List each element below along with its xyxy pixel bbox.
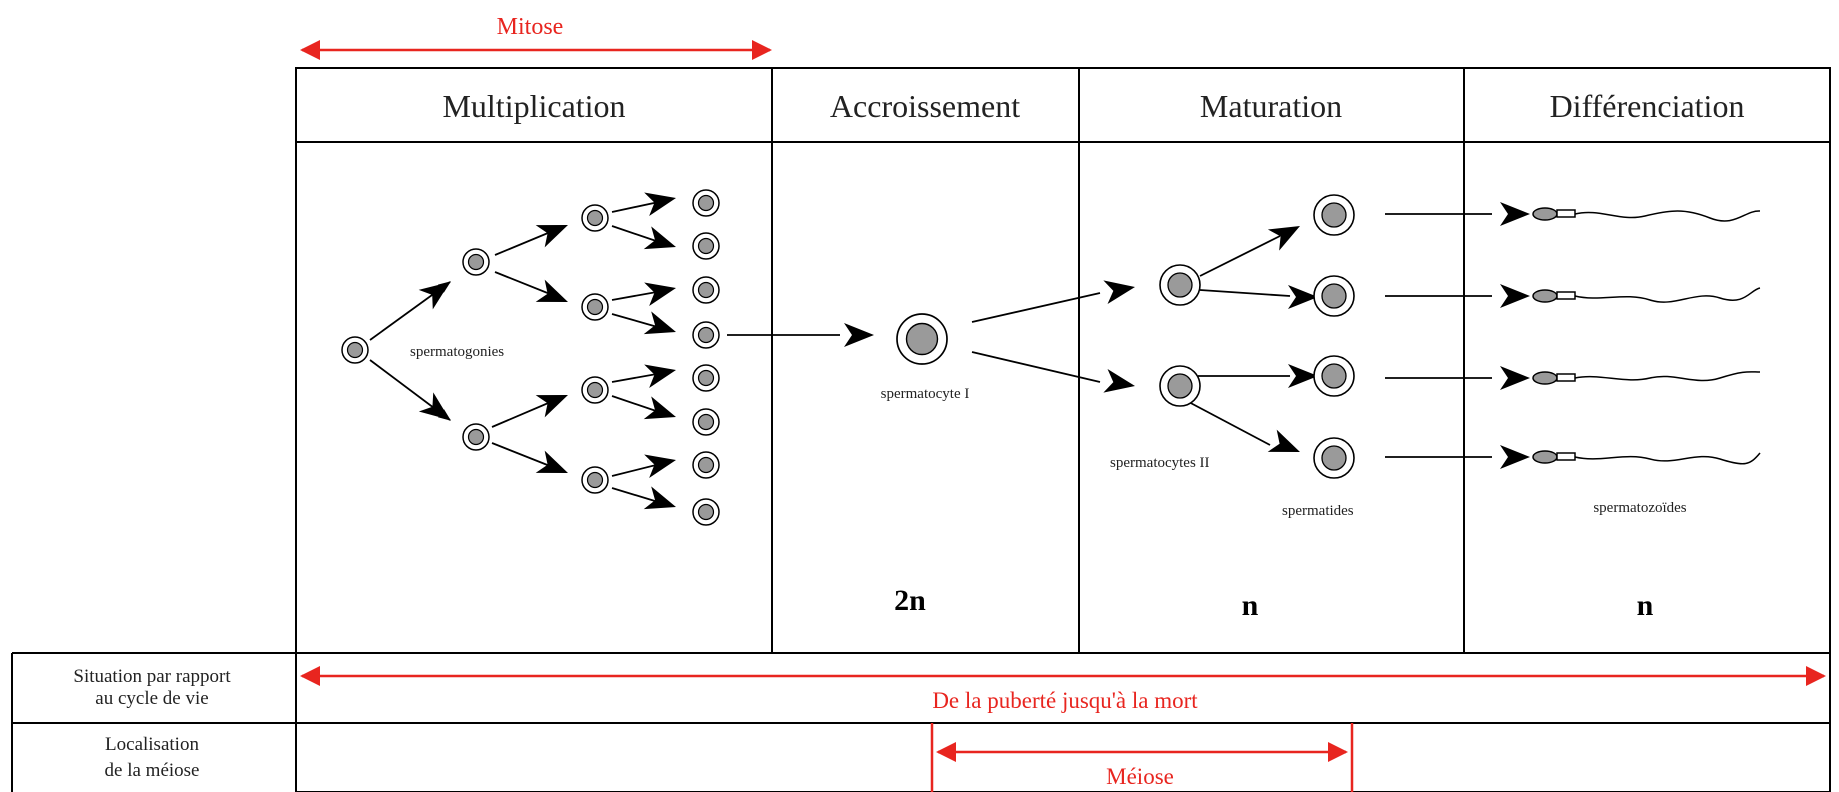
row-meiosis-label-1: Localisation [105,734,199,755]
table-grid [11,67,1831,792]
row-meiosis-label-2: de la méiose [105,760,200,781]
phase-header-differenciation: Différenciation [1550,88,1745,124]
label-spermatocytes-2: spermatocytes II [1110,455,1210,471]
label-spermatogonies: spermatogonies [410,344,504,360]
row-life-cycle-label-2: au cycle de vie [95,688,208,709]
ploidy-accroissement: 2n [894,584,926,617]
spermatocyte-2-cells [1159,264,1201,407]
spermatozoa [1532,207,1761,465]
life-cycle-arrow-text: De la puberté jusqu'à la mort [932,688,1198,713]
phase-header-accroissement: Accroissement [830,88,1020,124]
meiosis-arrow-text: Méiose [1106,764,1174,789]
row-life-cycle-label-1: Situation par rapport [73,666,231,687]
phase-header-maturation: Maturation [1200,88,1342,124]
spermatocyte-1-cell [896,313,948,365]
phase-header-multiplication: Multiplication [442,88,625,124]
label-spermatozoides: spermatozoïdes [1593,500,1686,516]
label-spermatides: spermatides [1282,503,1354,519]
mitose-label: Mitose [497,14,564,40]
maturation-chevrons [1103,202,1530,469]
meiosis-arrow [930,723,1354,792]
maturation-arrows [971,213,1492,458]
label-spermatocyte-1: spermatocyte I [881,386,970,402]
spermatid-cells [1313,194,1355,479]
ploidy-maturation: n [1242,589,1259,622]
ploidy-differenciation: n [1637,589,1654,622]
